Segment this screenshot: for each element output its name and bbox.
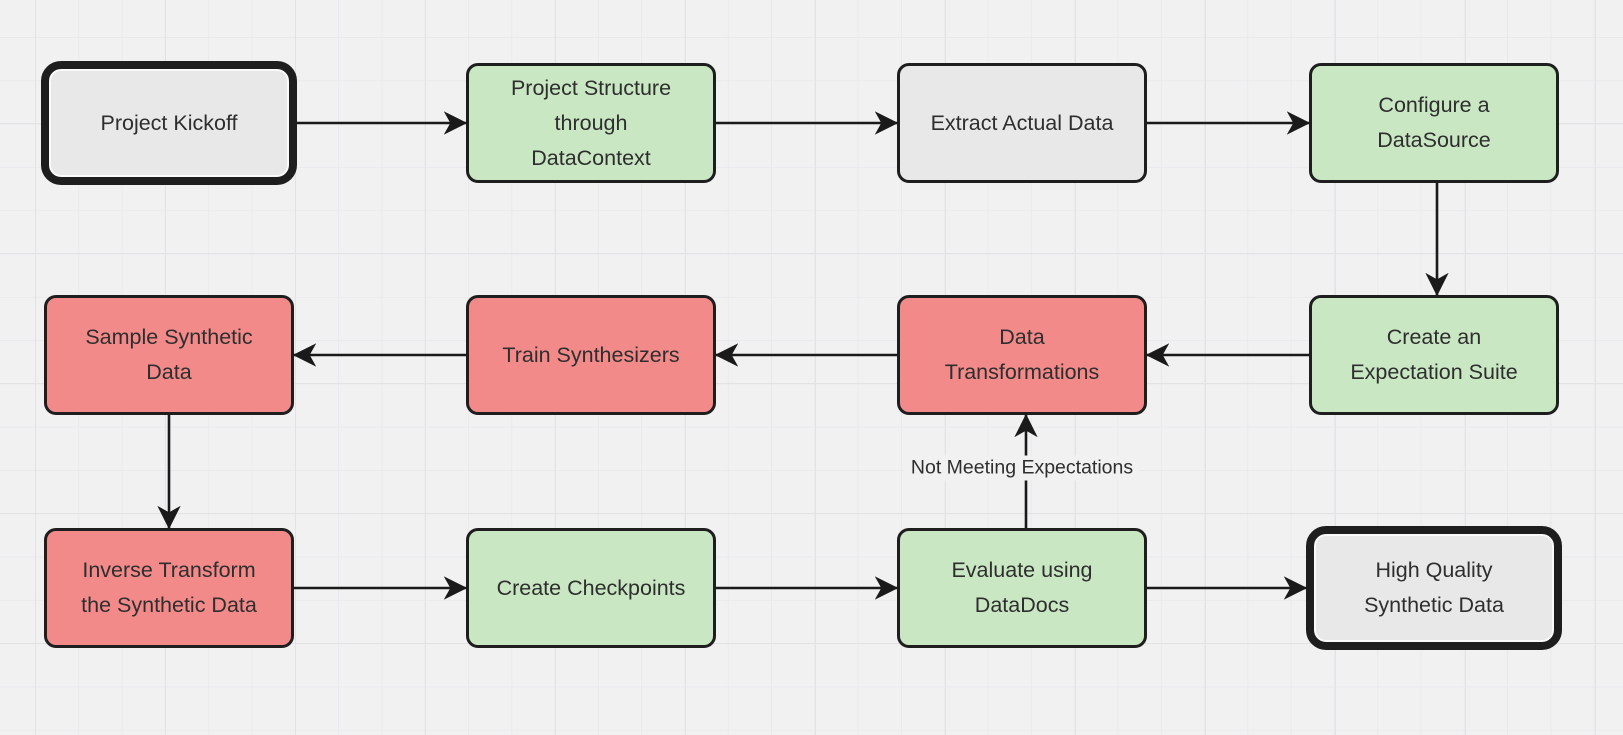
node-label-line: Create an	[1386, 325, 1482, 349]
node-label-line: High Quality	[1375, 558, 1493, 582]
node-inverse-transform[interactable]: Inverse Transform the Synthetic Data	[44, 528, 294, 648]
node-label-line: the Synthetic Data	[81, 593, 257, 617]
node-label-line: Project Structure	[510, 75, 672, 100]
node-label-line: DataDocs	[974, 593, 1070, 617]
node-label-line: through	[554, 110, 628, 135]
node-extract-actual-data[interactable]: Extract Actual Data	[897, 63, 1147, 183]
node-label-line: Evaluate using	[951, 558, 1093, 582]
node-label-line: Synthetic Data	[1364, 593, 1504, 617]
node-label-line: Train Synthesizers	[502, 342, 680, 367]
node-label-line: Configure a	[1378, 93, 1490, 117]
node-label-line: Transformations	[944, 360, 1100, 384]
node-label-line: Expectation Suite	[1350, 360, 1518, 384]
node-label-line: Create Checkpoints	[496, 575, 686, 600]
node-configure-datasource[interactable]: Configure a DataSource	[1309, 63, 1559, 183]
node-label-line: Extract Actual Data	[930, 110, 1114, 135]
node-label-line: Project Kickoff	[100, 110, 238, 135]
node-label-line: Data	[146, 360, 192, 384]
node-label-line: Sample Synthetic	[85, 325, 253, 349]
node-train-synthesizers[interactable]: Train Synthesizers	[466, 295, 716, 415]
node-create-expectation-suite[interactable]: Create an Expectation Suite	[1309, 295, 1559, 415]
edge-label-evaluate-to-transformations: Not Meeting Expectations	[904, 455, 1140, 481]
node-create-checkpoints[interactable]: Create Checkpoints	[466, 528, 716, 648]
node-label-line: Data	[999, 325, 1045, 349]
node-project-kickoff[interactable]: Project Kickoff	[41, 61, 297, 185]
node-label-line: DataContext	[531, 145, 651, 170]
node-label-line: DataSource	[1377, 128, 1491, 152]
node-label-line: Inverse Transform	[82, 558, 256, 582]
